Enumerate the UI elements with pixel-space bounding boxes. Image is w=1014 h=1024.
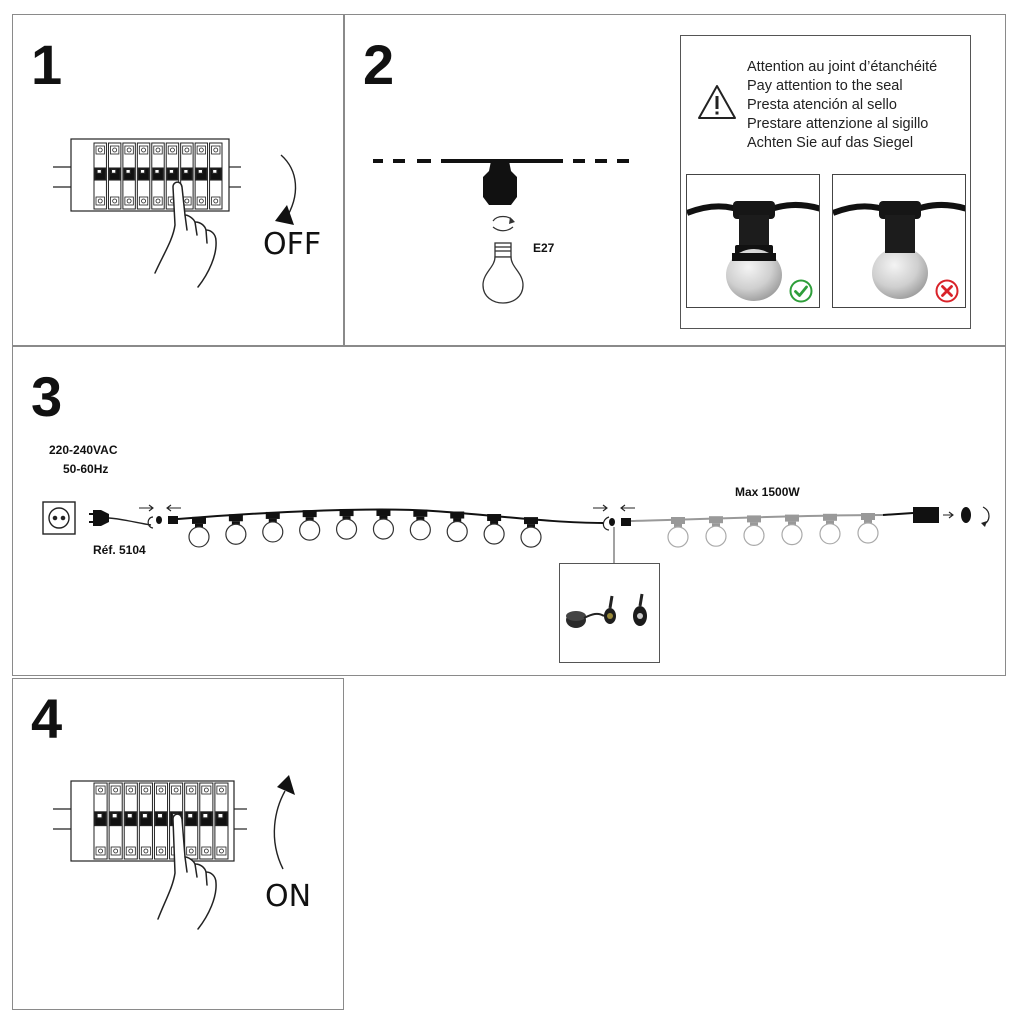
warning-text: Attention au joint d’étanchéité Pay atte… xyxy=(747,58,937,153)
breaker-module xyxy=(123,782,138,860)
on-label: ON xyxy=(265,879,312,914)
frequency-label: 50-60Hz xyxy=(63,462,109,476)
step-2-panel: 2 E27 xyxy=(344,14,1006,346)
warning-line-it: Prestare attenzione al sigillo xyxy=(747,116,929,132)
incorrect-seal-photo xyxy=(832,174,966,308)
bulb-light xyxy=(819,513,841,545)
breaker-module xyxy=(214,782,229,860)
circuit-breaker-panel-illustration xyxy=(53,138,297,288)
breaker-module xyxy=(107,142,122,210)
bulb-dark xyxy=(262,511,284,543)
breaker-module xyxy=(184,782,199,860)
correct-seal-photo xyxy=(686,174,820,308)
bulb-light xyxy=(667,517,689,548)
bulb-install-illustration xyxy=(373,159,629,304)
check-circle-icon xyxy=(789,279,813,303)
bulb-dark xyxy=(483,514,505,545)
breaker-module xyxy=(153,782,169,860)
bulb-light xyxy=(781,514,803,546)
warning-line-fr: Attention au joint d’étanchéité xyxy=(747,59,938,75)
breaker-module xyxy=(151,142,165,210)
socket-type-label: E27 xyxy=(533,241,555,255)
warning-triangle-icon xyxy=(698,85,736,119)
breaker-module xyxy=(136,142,151,210)
breaker-module xyxy=(122,142,136,210)
breaker-module xyxy=(108,782,123,860)
bulb-dark xyxy=(520,517,542,548)
plug-icon xyxy=(89,510,109,526)
step-number: 4 xyxy=(31,687,63,750)
step-number: 3 xyxy=(31,365,63,428)
bulb-dark xyxy=(188,516,210,548)
breaker-module xyxy=(199,782,214,860)
breaker-module xyxy=(194,142,209,210)
bulb-dark xyxy=(299,510,321,541)
step-number: 1 xyxy=(31,33,63,96)
warning-line-en: Pay attention to the seal xyxy=(747,78,903,94)
step-4-panel: 4 ON xyxy=(12,678,344,1010)
bulb-dark xyxy=(335,509,358,540)
bulb-dark xyxy=(446,511,468,543)
bulb-light xyxy=(743,515,765,546)
string-lights-wiring-diagram xyxy=(42,501,990,567)
warning-line-de: Achten Sie auf das Siegel xyxy=(747,135,914,151)
x-circle-icon xyxy=(935,279,959,303)
connector-detail-box xyxy=(559,563,660,663)
warning-line-es: Presta atención al sello xyxy=(747,97,897,113)
max-power-label: Max 1500W xyxy=(735,485,800,499)
step-1-panel: 1 OFF xyxy=(12,14,344,346)
circuit-breaker-panel-illustration xyxy=(53,775,295,930)
step-number: 2 xyxy=(363,33,395,96)
breaker-module xyxy=(138,782,153,860)
seal-warning-box: Attention au joint d’étanchéité Pay atte… xyxy=(680,35,971,329)
off-label: OFF xyxy=(263,227,322,262)
breaker-module xyxy=(180,142,194,210)
breaker-module xyxy=(93,142,107,210)
bulb-dark xyxy=(372,508,395,540)
bulb-light xyxy=(857,513,879,544)
voltage-label: 220-240VAC xyxy=(49,443,118,457)
bulb-dark xyxy=(225,514,247,545)
bulb-dark xyxy=(409,509,431,541)
breaker-module xyxy=(93,782,108,860)
step-3-panel: 3 220-240VAC 50-60Hz Réf. 5104 Max 1500W xyxy=(12,346,1006,676)
breaker-module xyxy=(209,142,223,210)
wall-outlet-icon xyxy=(42,501,76,535)
reference-label: Réf. 5104 xyxy=(93,543,146,557)
bulb-light xyxy=(705,516,727,547)
